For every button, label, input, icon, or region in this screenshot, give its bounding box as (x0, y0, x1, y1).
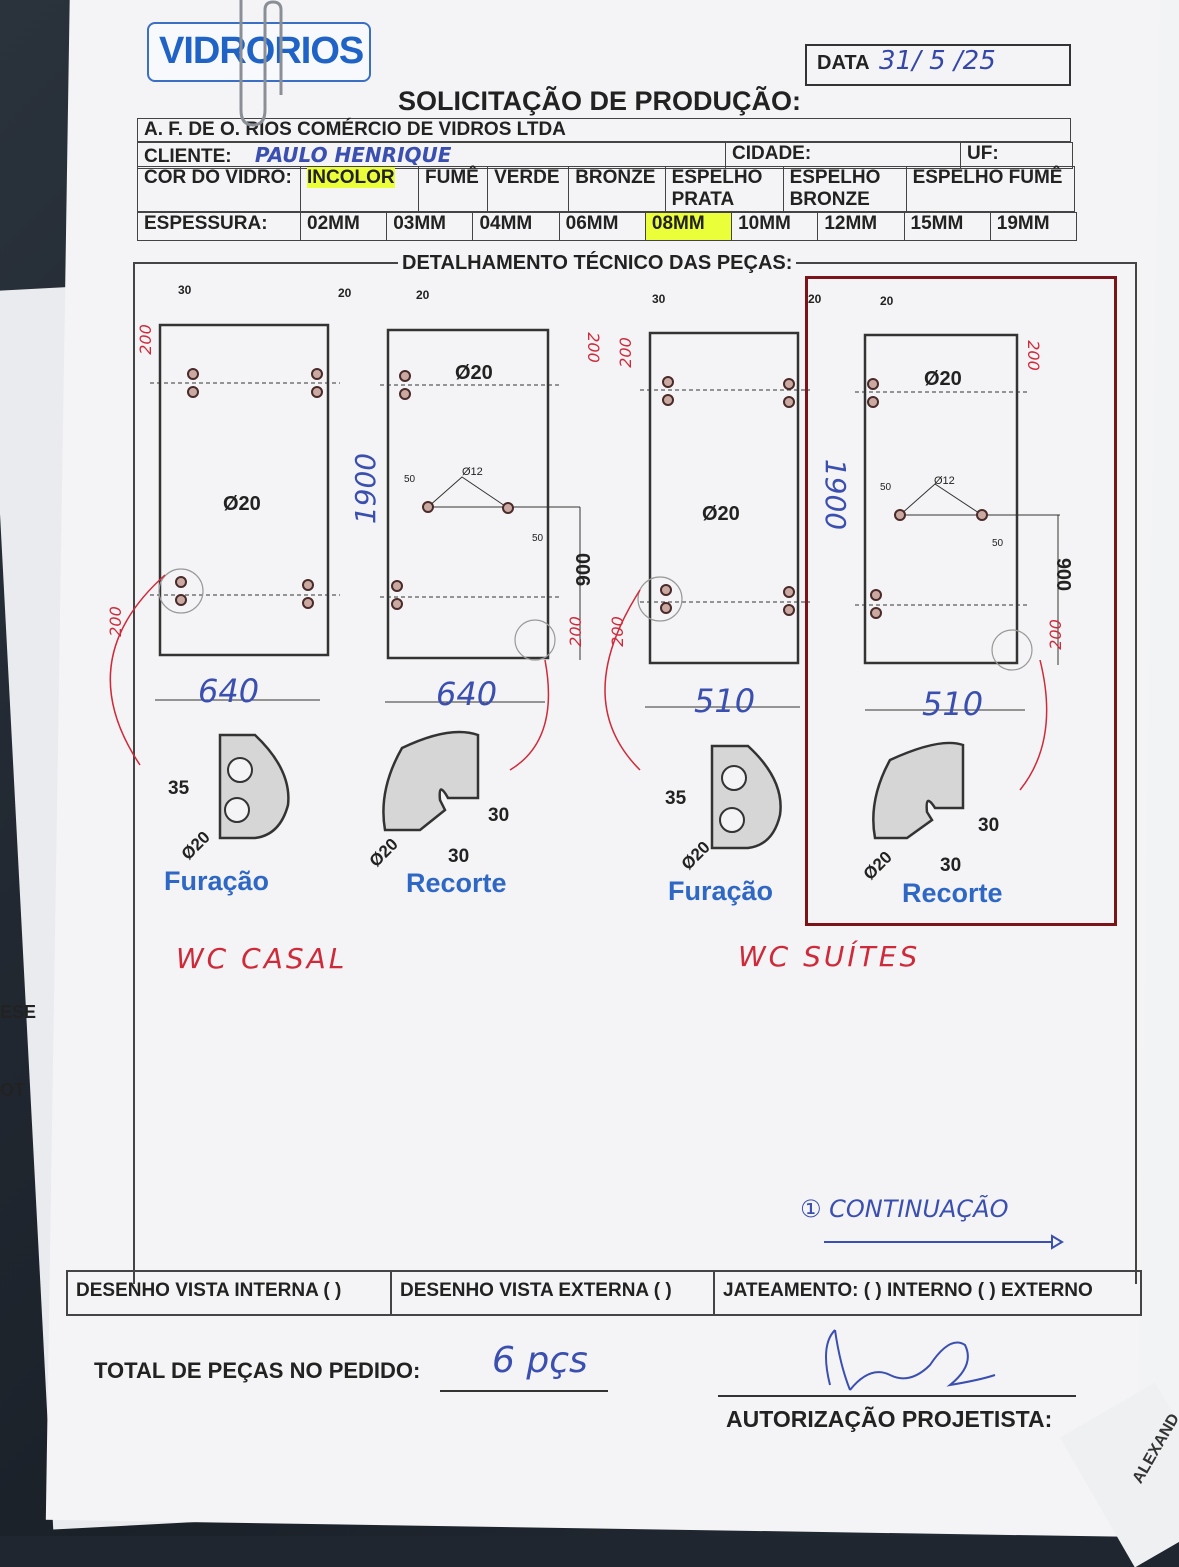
glass-panel-1 (158, 323, 330, 657)
view-options-row: DESENHO VISTA INTERNA ( ) DESENHO VISTA … (66, 1270, 1142, 1316)
color-option-espelho-prata: ESPELHO PRATA (664, 166, 784, 212)
slot-dim: 50 (404, 474, 416, 485)
thickness-option: 06MM (558, 212, 646, 241)
client-label: CLIENTE: (144, 146, 232, 167)
city-label: CIDADE: (725, 142, 961, 169)
authorization-line (718, 1395, 1076, 1397)
offset-label: 20 (880, 294, 894, 308)
detail-dim: 30 (940, 855, 962, 876)
height-label: 1900 (349, 452, 383, 525)
offset-label: 30 (178, 283, 192, 297)
color-option-fume: FUMÊ (417, 166, 489, 212)
thickness-label: ESPESSURA: (137, 212, 301, 241)
red-offset: 200 (615, 337, 635, 368)
red-offset: 200 (565, 616, 585, 647)
slot-dim: 50 (880, 482, 892, 493)
detail-dim: 30 (448, 846, 470, 867)
red-offset: 200 (105, 606, 125, 637)
designer-signature (825, 1329, 996, 1391)
form-title: SOLICITAÇÃO DE PRODUÇÃO: (398, 86, 801, 116)
thickness-option: 15MM (903, 212, 991, 241)
note-wc-casal: WC CASAL (176, 942, 348, 975)
detail-label-recorte: Recorte (406, 868, 507, 898)
red-offset: 200 (607, 616, 627, 647)
detail-dim: 30 (488, 805, 510, 826)
thickness-option: 10MM (731, 212, 819, 241)
hole-label: Ø20 (702, 503, 740, 525)
offset-label: 20 (808, 292, 822, 306)
thickness-option: 03MM (386, 212, 474, 241)
hole-label: Ø20 (223, 493, 261, 515)
blasting-option: JATEAMENTO: ( ) INTERNO ( ) EXTERNO (723, 1280, 1093, 1301)
color-option-verde: VERDE (487, 166, 570, 212)
total-pieces-line (440, 1390, 608, 1392)
glass-panel-2 (386, 328, 550, 660)
offset-label: 20 (338, 286, 352, 300)
date-value: 31/ 5 /25 (879, 46, 996, 76)
red-offset: 200 (135, 324, 155, 355)
slot-label: Ø12 (934, 475, 955, 487)
glass-panel-4 (863, 333, 1019, 665)
detail-label-furacao: Furação (164, 866, 270, 896)
company-logo: VIDRORIOS (147, 22, 371, 82)
date-field: DATA 31/ 5 /25 (805, 44, 1071, 86)
thickness-option: 12MM (817, 212, 905, 241)
glass-color-row: COR DO VIDRO: INCOLOR FUMÊ VERDE BRONZE … (137, 166, 1076, 212)
color-option-espelho-fume: ESPELHO FUMÊ (905, 166, 1076, 212)
underlying-text: OT (0, 1080, 25, 1100)
detail-recorte-2 (872, 741, 965, 840)
detail-dim: 35 (168, 778, 190, 799)
client-row: CLIENTE: PAULO HENRIQUE CIDADE: UF: (137, 142, 1073, 169)
detail-label-furacao: Furação (668, 876, 774, 906)
offset-label: 20 (416, 288, 430, 302)
width-label: 510 (922, 685, 984, 723)
technical-detail-title: DETALHAMENTO TÉCNICO DAS PEÇAS: (398, 252, 797, 275)
slot-label: Ø12 (462, 466, 483, 478)
total-pieces-value: 6 pçs (492, 1340, 588, 1381)
color-option-incolor: INCOLOR (307, 167, 395, 188)
thickness-option: 02MM (299, 212, 388, 241)
paper-clip (239, 0, 283, 127)
slot-dim: 50 (532, 533, 544, 544)
width-label: 510 (694, 682, 756, 720)
logo-text: VIDRORIOS (159, 30, 364, 72)
thickness-option: 04MM (472, 212, 560, 241)
width-label: 640 (436, 675, 498, 713)
color-option-bronze: BRONZE (568, 166, 666, 212)
thickness-row: ESPESSURA: 02MM 03MM 04MM 06MM 08MM 10MM… (137, 212, 1078, 241)
underlying-text: ESE (0, 1002, 37, 1022)
note-continuation: ① CONTINUAÇÃO (800, 1195, 1009, 1223)
date-label: DATA (817, 52, 870, 74)
thickness-option: 19MM (989, 212, 1078, 241)
detail-furacao-1 (218, 733, 290, 840)
authorization-label: AUTORIZAÇÃO PROJETISTA: (726, 1406, 1053, 1432)
thickness-option-selected: 08MM (644, 212, 733, 241)
total-pieces-label: TOTAL DE PEÇAS NO PEDIDO: (94, 1358, 421, 1383)
selected-region-box (805, 276, 1117, 926)
detail-furacao-2 (710, 744, 782, 850)
continuation-arrow (824, 1234, 1064, 1250)
red-offset: 200 (583, 332, 603, 363)
width-label: 640 (198, 672, 260, 710)
glass-color-label: COR DO VIDRO: (137, 166, 301, 212)
offset-label: 30 (652, 292, 666, 306)
detail-label-recorte: Recorte (902, 878, 1003, 908)
color-option-espelho-bronze: ESPELHO BRONZE (782, 166, 907, 212)
hole-label: Ø20 (924, 368, 962, 390)
slot-dim: 50 (992, 538, 1004, 549)
client-value: PAULO HENRIQUE (254, 143, 452, 167)
hole-label: Ø20 (455, 362, 493, 384)
note-wc-suites: WC SUÍTES (738, 940, 921, 973)
detail-dim: 30 (978, 815, 1000, 836)
detail-dim: 35 (665, 788, 687, 809)
glass-panel-3 (648, 331, 800, 665)
height-mark: 900 (573, 552, 596, 587)
view-external-option: DESENHO VISTA EXTERNA ( ) (392, 1272, 715, 1314)
detail-recorte-1 (382, 730, 480, 832)
view-internal-option: DESENHO VISTA INTERNA ( ) (68, 1272, 392, 1314)
